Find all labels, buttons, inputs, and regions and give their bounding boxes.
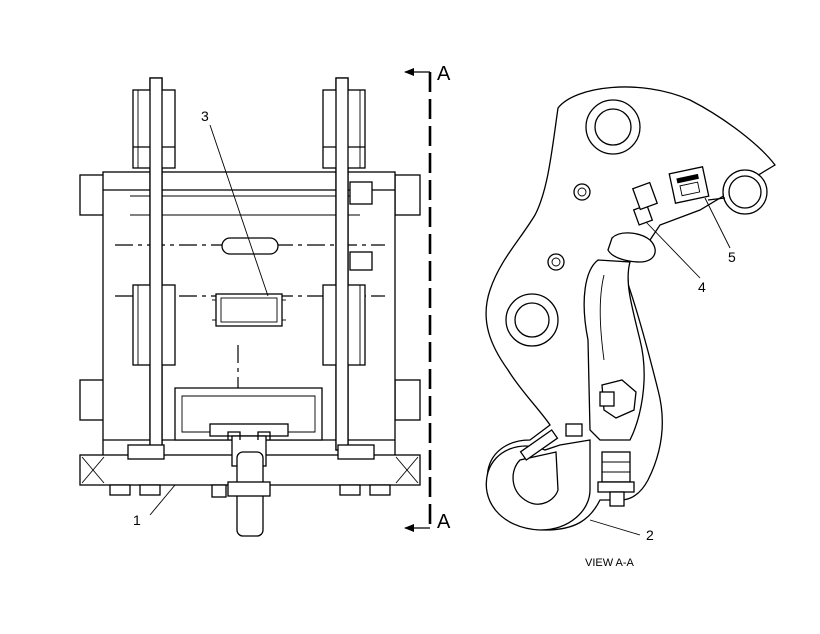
callout-label-4: 4	[698, 279, 706, 295]
side-view	[485, 86, 776, 531]
lock-lever	[607, 232, 656, 263]
fastener-upper	[573, 183, 591, 201]
spacer-block	[565, 423, 583, 437]
section-letter-top: A	[437, 63, 451, 85]
cylinder-end	[601, 379, 637, 419]
callout-label-2: 2	[646, 527, 654, 543]
left-shaft-stub-upper	[79, 174, 106, 216]
leader-3	[209, 124, 269, 297]
view-caption: VIEW A-A	[585, 557, 635, 569]
section-letter-bottom: A	[437, 511, 451, 533]
leader-2	[589, 519, 641, 536]
leader-5	[704, 197, 731, 249]
left-shaft-stub-lower	[79, 379, 106, 421]
callouts: 1 2 3 4 5	[133, 108, 736, 543]
decal-5	[668, 166, 710, 204]
bolt-head-upper	[349, 181, 373, 205]
body-slot	[221, 237, 279, 255]
callout-label-3: 3	[201, 108, 209, 124]
upper-pin-hole	[594, 108, 632, 146]
section-cut-line: A A	[404, 63, 451, 533]
callout-label-5: 5	[728, 249, 736, 265]
bottom-bracket-left	[127, 444, 165, 460]
housing-bar	[209, 423, 289, 437]
bottom-bracket-right	[337, 444, 375, 460]
hook-throat	[512, 451, 559, 505]
lower-pin-hole	[514, 302, 550, 338]
bottom-nut	[601, 451, 631, 483]
fastener-lower	[547, 253, 565, 271]
leader-1	[149, 484, 176, 516]
hook-latch	[519, 429, 559, 461]
right-shaft-stub-lower	[394, 379, 421, 421]
leader-4	[645, 221, 701, 279]
front-view	[79, 77, 421, 537]
callout-label-1: 1	[133, 512, 141, 528]
rod-collar	[227, 481, 271, 497]
decal-3	[215, 293, 283, 327]
bolt-head-middle	[349, 251, 373, 271]
right-shaft-stub-upper	[394, 174, 421, 216]
